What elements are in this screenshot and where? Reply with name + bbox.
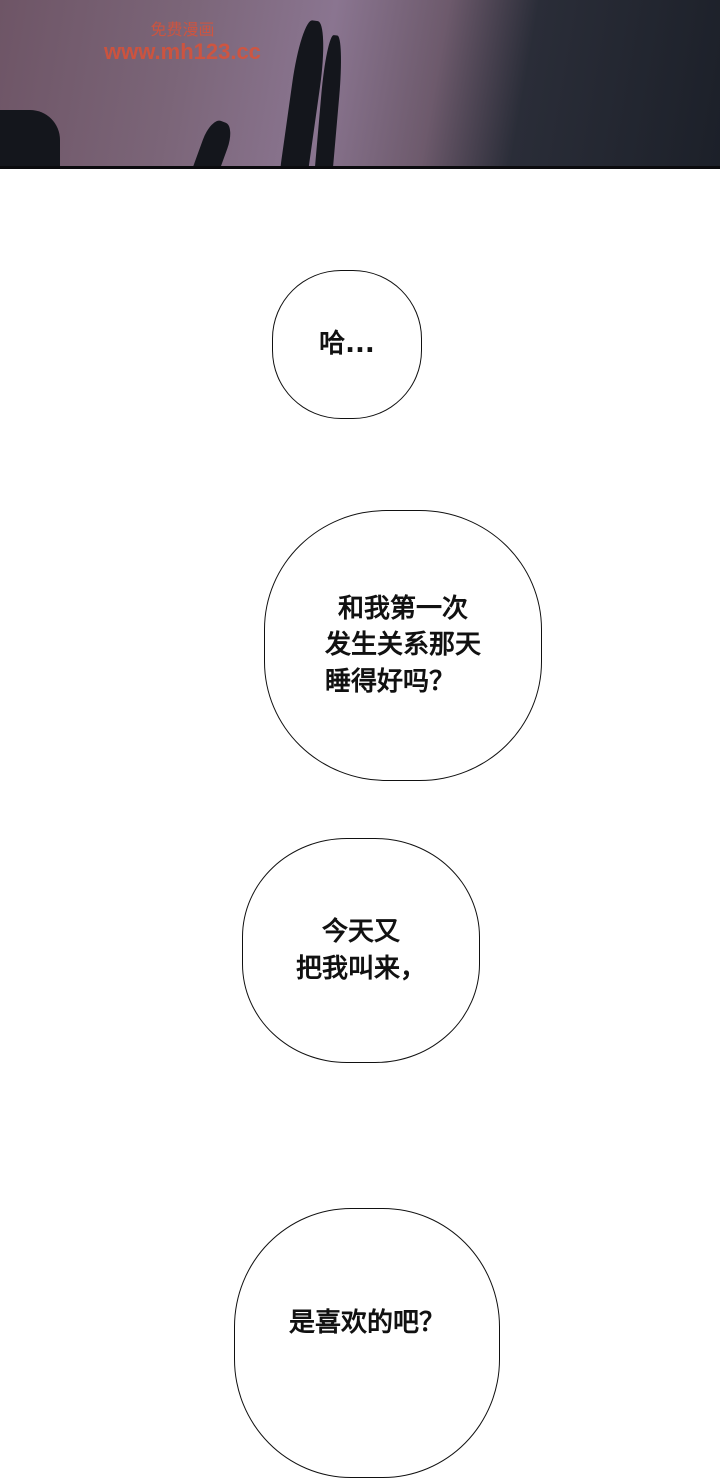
shadow (0, 110, 60, 166)
comic-panel-top: 免费漫画 www.mh123.cc (0, 0, 720, 169)
speech-bubble-2: 和我第一次 发生关系那天 睡得好吗？ (264, 510, 542, 781)
speech-bubble-1: 哈... (272, 270, 422, 419)
speech-bubble-4: 是喜欢的吧？ (234, 1208, 500, 1478)
watermark: 免费漫画 www.mh123.cc (104, 22, 261, 64)
hair-strand (190, 117, 236, 166)
speech-bubble-3: 今天又 把我叫来， (242, 838, 480, 1063)
